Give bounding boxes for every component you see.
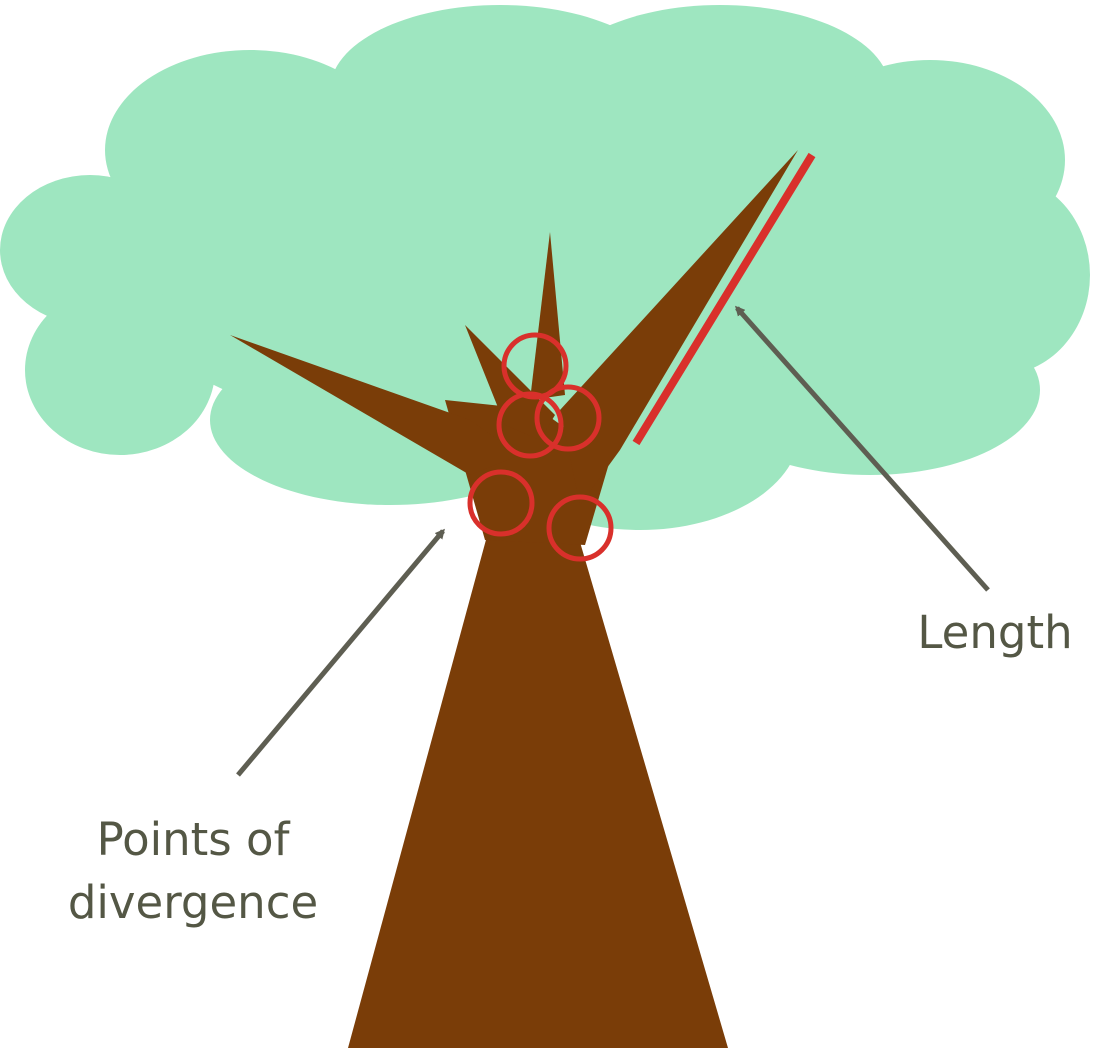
length-arrow [735, 305, 990, 592]
divergence-circle [534, 384, 602, 452]
divergence-label-line2: divergence [68, 876, 318, 929]
tree-trunk [230, 150, 798, 1048]
divergence-circle [501, 332, 569, 400]
length-marker [632, 152, 816, 446]
divergence-label-line1: Points of [97, 813, 291, 866]
divergence-circle [467, 469, 535, 537]
length-label: Length [917, 606, 1072, 659]
divergence-arrow [236, 528, 445, 777]
divergence-circle [546, 494, 614, 562]
divergence-circle [496, 391, 564, 459]
divergence-markers [467, 332, 614, 562]
